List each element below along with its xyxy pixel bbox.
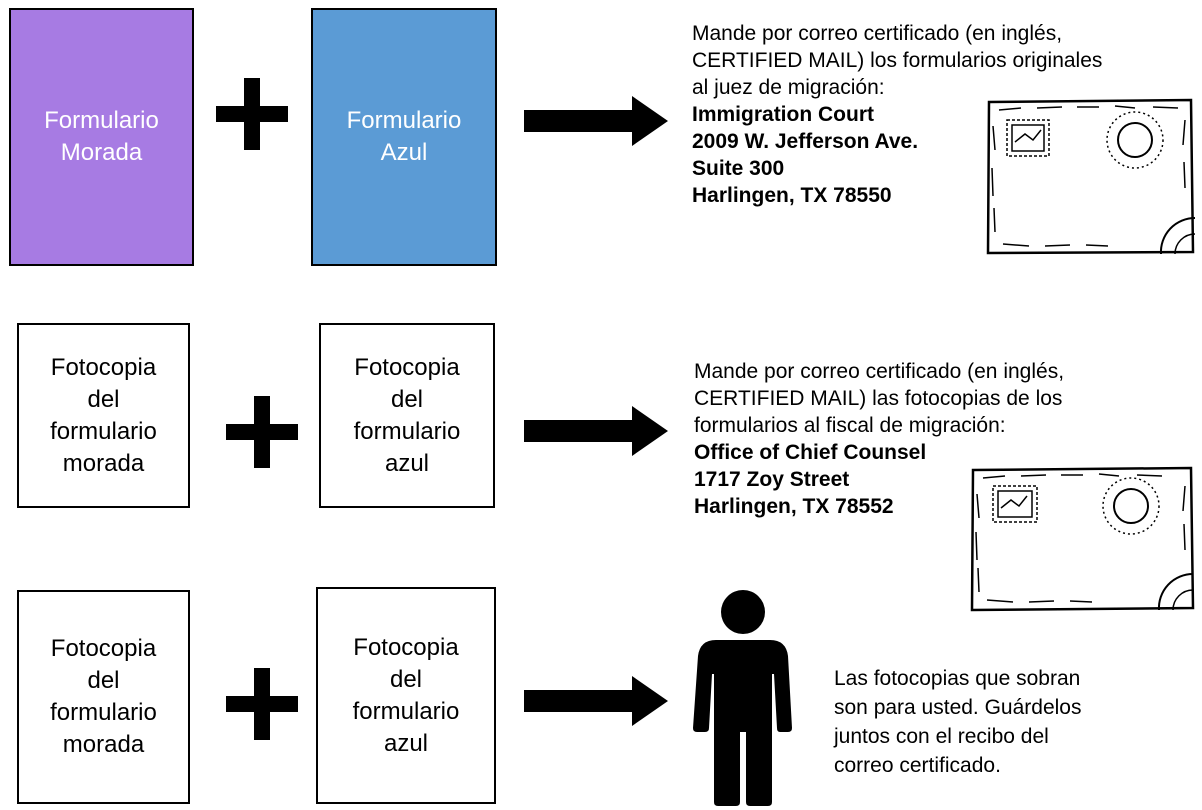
note-copies-line: juntos con el recibo del bbox=[834, 725, 1049, 748]
arrow-right-icon bbox=[524, 406, 668, 456]
instructions-judge-line: CERTIFIED MAIL) los formularios original… bbox=[692, 49, 1103, 72]
arrow-right-icon bbox=[524, 676, 668, 726]
address-counsel-line: Harlingen, TX 78552 bbox=[694, 495, 894, 518]
fotocopia-morada-label: Fotocopia del formulario morada bbox=[50, 353, 157, 477]
instructions-judge-line: al juez de migración: bbox=[692, 76, 885, 99]
instructions-judge-line: Mande por correo certificado (en inglés, bbox=[692, 22, 1063, 45]
person-icon bbox=[693, 590, 792, 806]
address-judge-line: Immigration Court bbox=[692, 103, 874, 126]
instructions-counsel: Mande por correo certificado (en inglés,… bbox=[694, 358, 1064, 520]
address-judge-line: Suite 300 bbox=[692, 157, 785, 180]
formulario-azul-box: Formulario Azul bbox=[311, 8, 497, 266]
formulario-azul-label: Formulario Azul bbox=[346, 107, 462, 166]
instructions-counsel-line: formularios al fiscal de migración: bbox=[694, 414, 1006, 437]
plus-icon bbox=[216, 78, 288, 150]
fotocopia-azul-label: Fotocopia del formulario azul bbox=[353, 353, 461, 477]
fotocopia-morada-box: Fotocopia del formulario morada bbox=[17, 590, 190, 804]
arrow-right-icon bbox=[524, 96, 668, 146]
fotocopia-morada-label: Fotocopia del formulario morada bbox=[50, 635, 157, 758]
instructions-counsel-line: Mande por correo certificado (en inglés, bbox=[694, 360, 1065, 383]
formulario-morada-label: Formulario Morada bbox=[44, 107, 159, 166]
note-copies: Las fotocopias que sobran son para usted… bbox=[834, 664, 1082, 780]
fotocopia-azul-box: Fotocopia del formulario azul bbox=[319, 323, 495, 508]
address-counsel-line: 1717 Zoy Street bbox=[694, 468, 850, 491]
envelope-icon bbox=[986, 98, 1196, 255]
fotocopia-azul-box: Fotocopia del formulario azul bbox=[316, 587, 496, 804]
instructions-judge: Mande por correo certificado (en inglés,… bbox=[692, 20, 1102, 209]
address-judge-line: 2009 W. Jefferson Ave. bbox=[692, 130, 919, 153]
fotocopia-morada-box: Fotocopia del formulario morada bbox=[17, 323, 190, 508]
instructions-counsel-line: CERTIFIED MAIL) las fotocopias de los bbox=[694, 387, 1063, 410]
note-copies-line: son para usted. Guárdelos bbox=[834, 696, 1082, 719]
address-counsel-line: Office of Chief Counsel bbox=[694, 441, 927, 464]
note-copies-line: Las fotocopias que sobran bbox=[834, 667, 1081, 690]
envelope-icon bbox=[970, 466, 1195, 612]
fotocopia-azul-label: Fotocopia del formulario azul bbox=[352, 633, 460, 757]
address-judge-line: Harlingen, TX 78550 bbox=[692, 184, 892, 207]
plus-icon bbox=[226, 396, 298, 468]
formulario-morada-box: Formulario Morada bbox=[9, 8, 194, 266]
plus-icon bbox=[226, 668, 298, 740]
note-copies-line: correo certificado. bbox=[834, 754, 1001, 777]
